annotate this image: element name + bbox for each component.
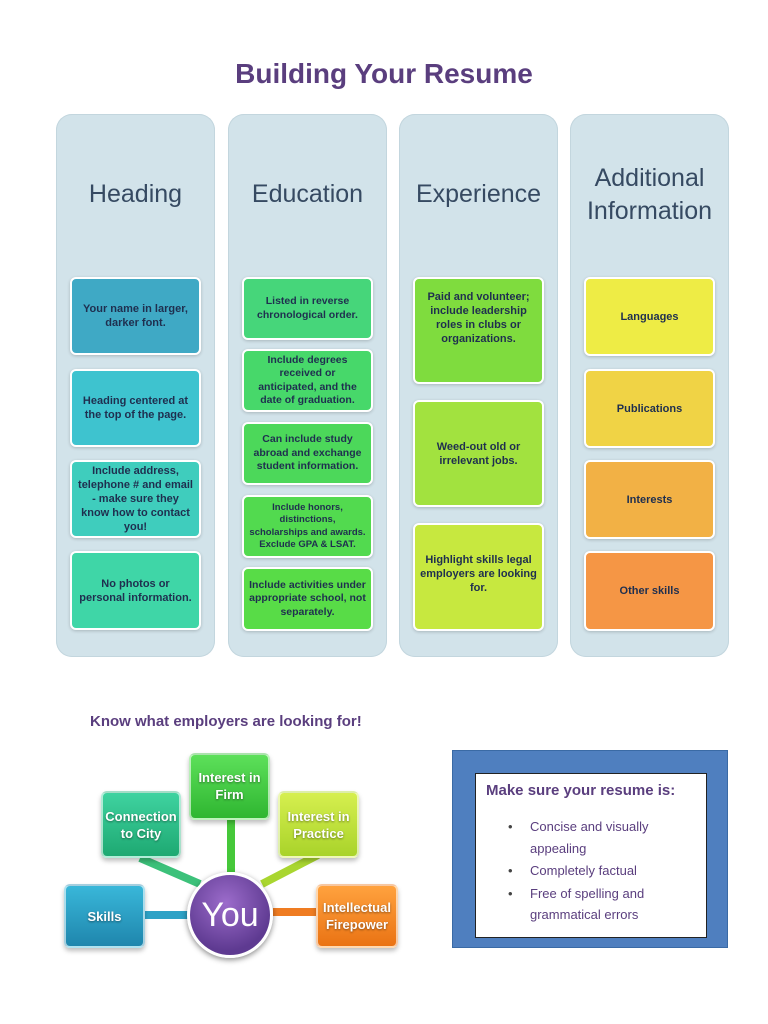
education-item-reverse-order: Listed in reverse chronological order. xyxy=(242,277,373,340)
column-additional-information: Additional Information Languages Publica… xyxy=(570,114,729,657)
connector-connection xyxy=(138,854,202,888)
checklist-frame: Make sure your resume is: • Concise and v… xyxy=(452,750,728,948)
checklist-item-text: Concise and visually appealing xyxy=(530,819,649,856)
node-interest-in-practice: Interest in Practice xyxy=(278,791,359,858)
additional-item-publications: Publications xyxy=(584,369,715,448)
additional-item-interests: Interests xyxy=(584,460,715,539)
checklist-title: Make sure your resume is: xyxy=(486,782,676,799)
node-intellectual-firepower: Intellectual Firepower xyxy=(316,884,398,948)
education-item-degrees: Include degrees received or anticipated,… xyxy=(242,349,373,412)
checklist-list: • Concise and visually appealing • Complet… xyxy=(486,816,701,927)
column-additional-title-line2: Information xyxy=(586,197,713,225)
column-education: Education Listed in reverse chronologica… xyxy=(228,114,387,657)
education-item-study-abroad: Can include study abroad and exchange st… xyxy=(242,422,373,485)
education-item-honors: Include honors, distinctions, scholarshi… xyxy=(242,495,373,558)
connector-practice xyxy=(260,851,320,888)
node-you: You xyxy=(187,872,273,958)
node-skills: Skills xyxy=(64,884,145,948)
education-item-activities: Include activities under appropriate sch… xyxy=(242,567,373,631)
heading-item-no-photos: No photos or personal information. xyxy=(70,551,201,630)
column-experience: Experience Paid and volunteer; include l… xyxy=(399,114,558,657)
employers-heading: Know what employers are looking for! xyxy=(90,713,362,730)
column-heading-title: Heading xyxy=(88,180,183,208)
bullet-icon: • xyxy=(508,863,513,878)
checklist-item-text: Free of spelling and grammatical errors xyxy=(530,885,645,923)
checklist-item: • Concise and visually appealing xyxy=(486,816,701,859)
checklist-item-text: Completely factual xyxy=(530,863,637,878)
column-education-title: Education xyxy=(251,180,364,208)
column-additional-title-line1: Additional xyxy=(594,164,705,192)
bullet-icon: • xyxy=(508,819,513,834)
node-connection-to-city: Connection to City xyxy=(101,791,181,858)
experience-item-highlight-skills: Highlight skills legal employers are loo… xyxy=(413,523,544,631)
additional-item-languages: Languages xyxy=(584,277,715,356)
additional-item-other-skills: Other skills xyxy=(584,551,715,631)
checklist-item: • Free of spelling and grammatical errors xyxy=(486,883,701,926)
heading-item-centered: Heading centered at the top of the page. xyxy=(70,369,201,447)
page-title: Building Your Resume xyxy=(235,58,533,89)
bullet-icon: • xyxy=(508,885,513,901)
checklist-panel: Make sure your resume is: • Concise and v… xyxy=(475,773,707,938)
heading-item-contact: Include address, telephone # and email -… xyxy=(70,460,201,538)
experience-item-weed-out: Weed-out old or irrelevant jobs. xyxy=(413,400,544,507)
column-heading: Heading Your name in larger, darker font… xyxy=(56,114,215,657)
node-interest-in-firm: Interest in Firm xyxy=(189,753,270,820)
column-experience-title: Experience xyxy=(415,180,542,208)
checklist-item: • Completely factual xyxy=(486,860,701,882)
heading-item-name-font: Your name in larger, darker font. xyxy=(70,277,201,355)
experience-item-paid-volunteer: Paid and volunteer; include leadership r… xyxy=(413,277,544,384)
